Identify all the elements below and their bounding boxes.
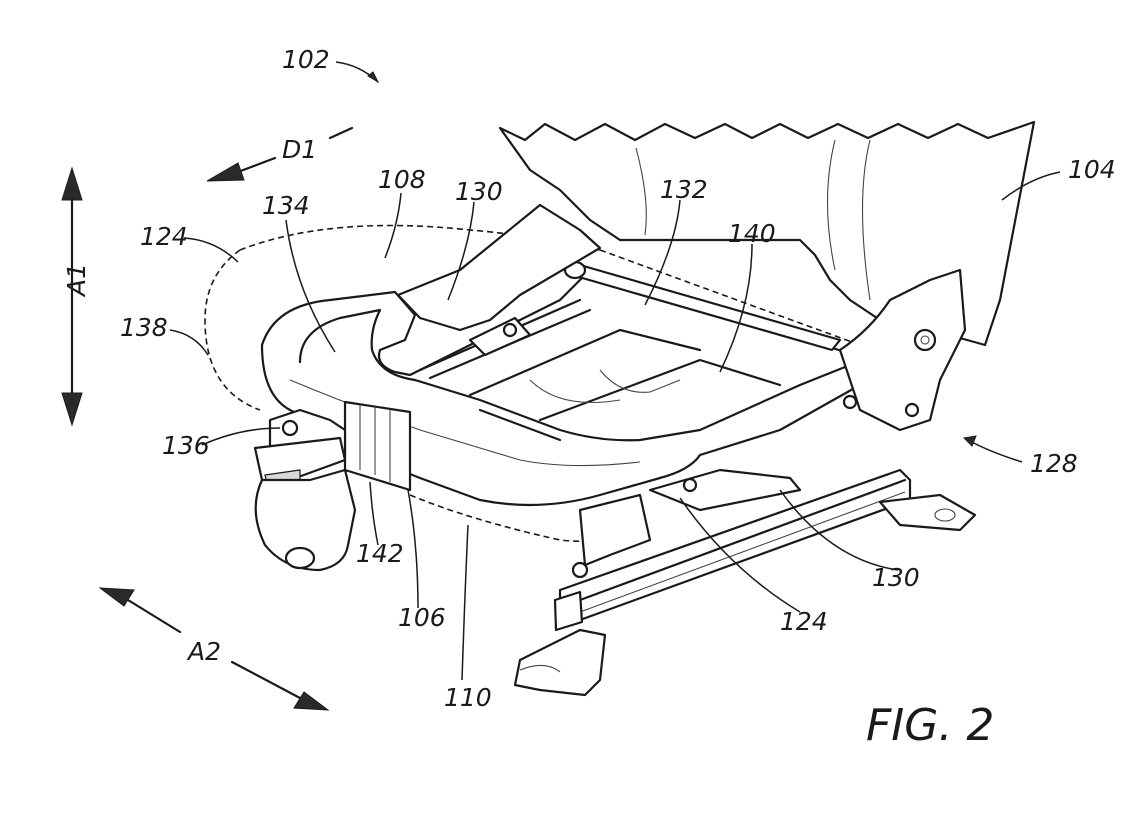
label-108: 108 bbox=[378, 165, 426, 194]
label-130-top: 130 bbox=[455, 177, 503, 206]
label-124-top: 124 bbox=[140, 222, 188, 251]
label-124-bottom: 124 bbox=[780, 607, 828, 636]
label-138: 138 bbox=[120, 313, 168, 342]
label-142: 142 bbox=[356, 539, 404, 568]
label-132: 132 bbox=[660, 175, 708, 204]
bracket bbox=[343, 400, 412, 492]
label-128: 128 bbox=[1030, 449, 1078, 478]
label-130-bottom: 130 bbox=[872, 563, 920, 592]
leader-lines bbox=[169, 61, 1061, 681]
reference-labels: 102 104 108 130 132 134 140 124 138 136 … bbox=[120, 45, 1116, 712]
figure-caption: FIG. 2 bbox=[866, 700, 994, 751]
seat-frame bbox=[260, 260, 967, 507]
label-136: 136 bbox=[162, 431, 210, 460]
label-134: 134 bbox=[262, 191, 310, 220]
label-104: 104 bbox=[1068, 155, 1116, 184]
label-110: 110 bbox=[444, 683, 492, 712]
label-106: 106 bbox=[398, 603, 446, 632]
left-mount bbox=[253, 408, 357, 572]
direction-a2-arrow bbox=[98, 587, 330, 711]
label-140: 140 bbox=[728, 219, 776, 248]
direction-a1-arrow bbox=[61, 166, 83, 427]
seat-back bbox=[498, 120, 1036, 347]
label-a1: A1 bbox=[62, 263, 91, 298]
label-a2: A2 bbox=[186, 637, 221, 666]
direction-d1-arrow bbox=[206, 126, 354, 182]
seat-track bbox=[513, 468, 977, 697]
label-102: 102 bbox=[282, 45, 330, 74]
seat-cushion-outline bbox=[204, 224, 861, 543]
direction-labels: D1 A1 A2 bbox=[62, 135, 317, 666]
label-d1: D1 bbox=[282, 135, 317, 164]
